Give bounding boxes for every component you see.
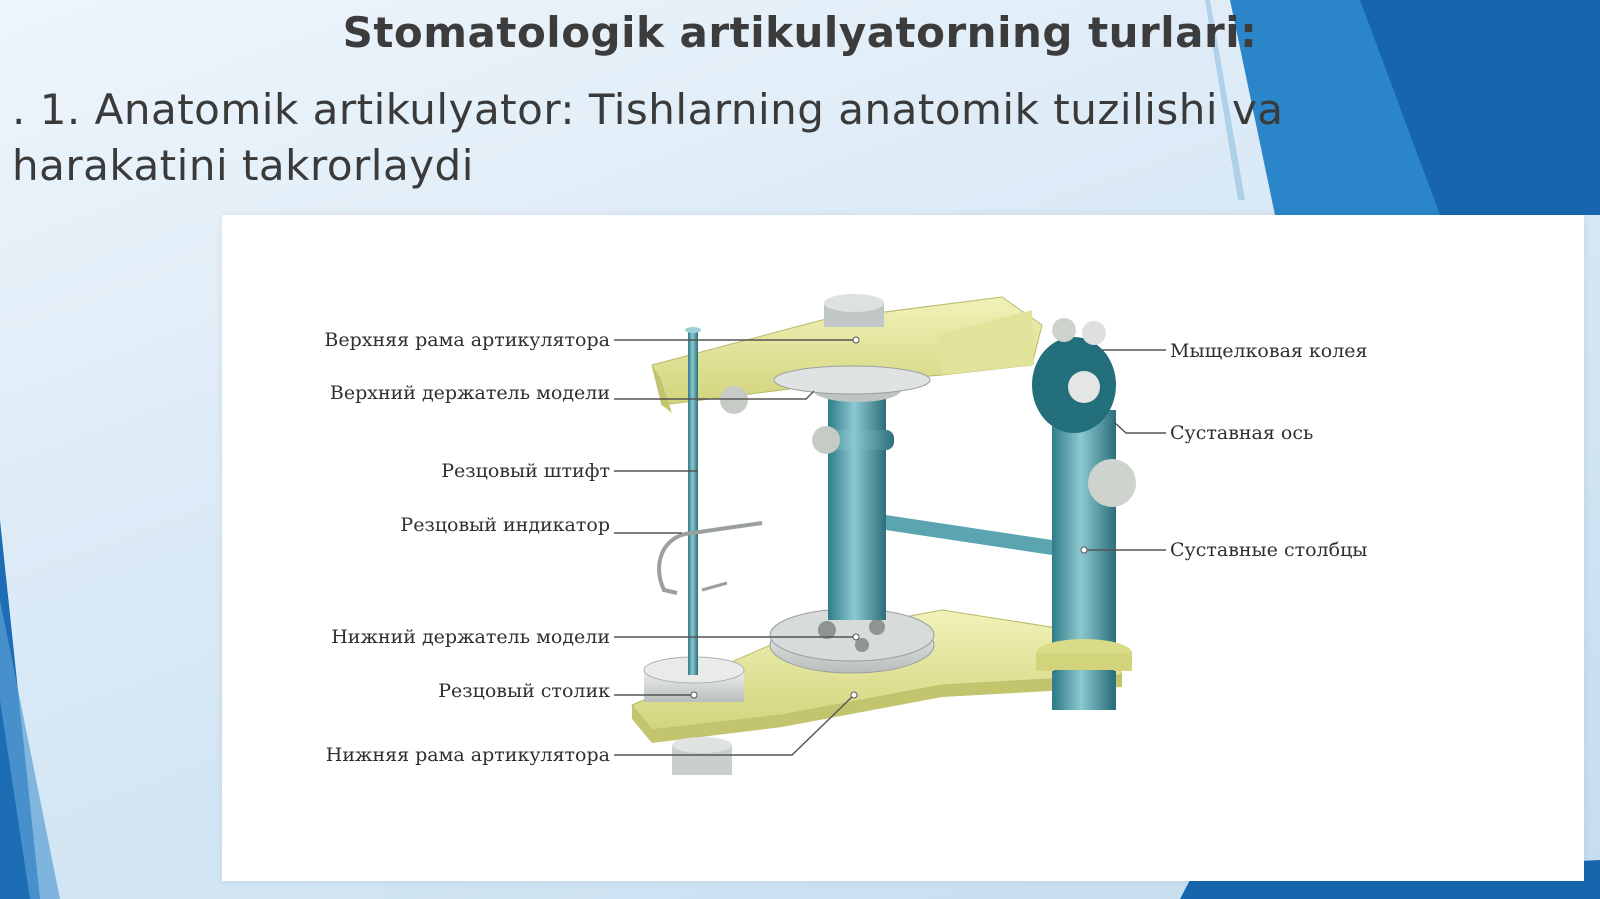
label-joint-columns: Суставные столбцы	[1170, 539, 1367, 561]
front-column	[812, 378, 1052, 620]
joint-columns	[1036, 410, 1136, 710]
articulator-diagram: Верхняя рама артикулятора Верхний держат…	[324, 294, 1368, 775]
label-lower-frame: Нижняя рама артикулятора	[326, 744, 610, 766]
condylar-track	[1032, 318, 1116, 433]
label-joint-axis: Суставная ось	[1170, 422, 1313, 444]
upper-model-holder	[720, 294, 931, 414]
label-upper-frame: Верхняя рама артикулятора	[324, 329, 610, 351]
slide-title: Stomatologik artikulyatorning turlari:	[342, 8, 1258, 57]
body-line-1: . 1. Anatomik artikulyator: Tishlarning …	[12, 85, 1284, 134]
label-upper-holder: Верхний держатель модели	[330, 382, 610, 404]
articulator-figure: Верхняя рама артикулятора Верхний держат…	[222, 215, 1584, 881]
label-incisal-indicator: Резцовый индикатор	[400, 514, 610, 536]
label-lower-holder: Нижний держатель модели	[331, 626, 610, 648]
lower-model-holder	[769, 608, 935, 674]
incisal-pin	[657, 327, 763, 675]
leader-lines	[614, 336, 1166, 756]
label-incisal-pin: Резцовый штифт	[441, 460, 610, 482]
label-incisal-table: Резцовый столик	[438, 680, 610, 702]
slide-body: . 1. Anatomik artikulyator: Tishlarning …	[12, 82, 1412, 194]
body-line-2: harakatini takrorlaydi	[12, 141, 474, 190]
upper-frame	[651, 296, 1043, 413]
label-condylar-track: Мыщелковая колея	[1170, 340, 1368, 362]
